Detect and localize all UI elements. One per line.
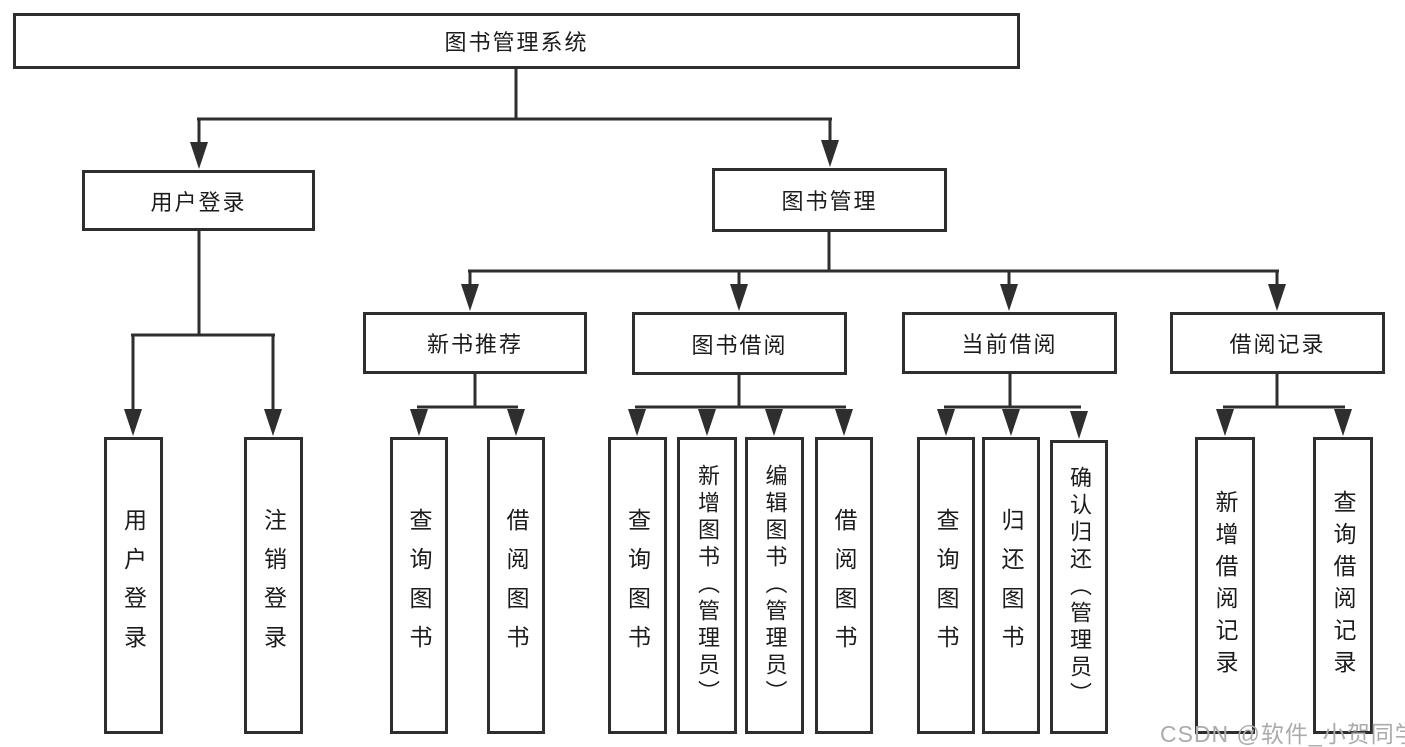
connector-user-login-to-children (124, 229, 282, 436)
leaf-borrow-books-recommend: 借阅图书 (487, 437, 545, 734)
node-library-management-system: 图书管理系统 (13, 13, 1020, 69)
node-user-login: 用户登录 (82, 170, 315, 231)
connector-current-borrow-to-children (937, 372, 1088, 439)
node-book-management: 图书管理 (712, 168, 947, 232)
node-book-borrowing: 图书借阅 (632, 312, 847, 375)
leaf-query-borrowing-record: 查询借阅记录 (1313, 437, 1373, 734)
connector-book-management-to-sections (461, 229, 1286, 311)
node-new-book-recommendation: 新书推荐 (363, 312, 587, 374)
leaf-return-books: 归还图书 (982, 437, 1040, 734)
connector-borrow-records-to-children (1216, 372, 1352, 436)
leaf-confirm-return-admin: 确认归还（管理员） (1050, 440, 1108, 734)
leaf-edit-books-admin: 编辑图书（管理员） (745, 437, 804, 734)
node-borrowing-records: 借阅记录 (1170, 312, 1385, 374)
csdn-watermark: CSDN @软件_小贺同学 (1160, 721, 1405, 747)
leaf-query-books-current: 查询图书 (917, 437, 975, 734)
leaf-add-books-admin: 新增图书（管理员） (677, 437, 737, 734)
node-current-borrowing: 当前借阅 (902, 312, 1117, 374)
connector-root-to-branches (190, 66, 839, 169)
connector-new-book-to-children (410, 371, 525, 436)
connector-book-borrow-to-children (628, 372, 853, 436)
leaf-query-books-recommend: 查询图书 (390, 437, 448, 734)
leaf-logout: 注销登录 (244, 437, 303, 734)
leaf-user-login: 用户登录 (104, 437, 163, 734)
leaf-borrow-books: 借阅图书 (815, 437, 873, 734)
leaf-add-borrowing-record: 新增借阅记录 (1195, 437, 1255, 734)
leaf-query-books-borrow: 查询图书 (608, 437, 667, 734)
